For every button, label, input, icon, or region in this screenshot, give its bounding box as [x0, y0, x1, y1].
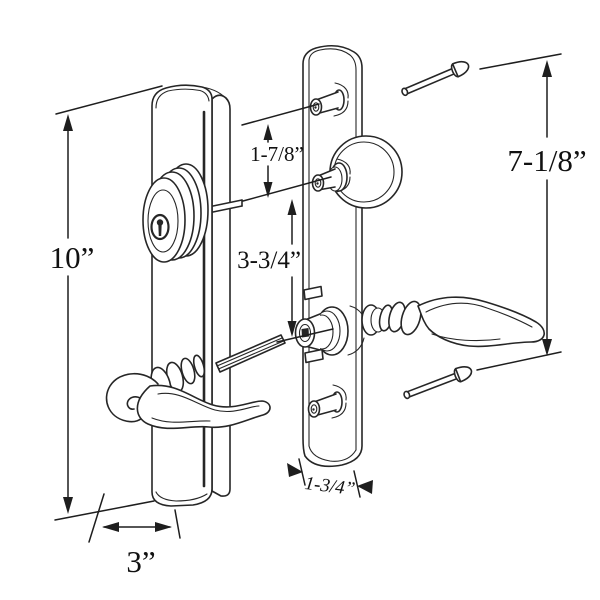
- dimension-plate-height: 10”: [50, 85, 163, 521]
- mounting-screw-bottom: [403, 366, 473, 400]
- deadbolt-cylinder: [142, 163, 209, 263]
- mounting-post-bottom: [307, 384, 347, 419]
- mounting-screw-top: [401, 60, 470, 97]
- dimension-center-hole-spacing: 3-3/4”: [237, 199, 334, 343]
- deadbolt-rose: [329, 135, 403, 209]
- dim-label-screw-spacing: 7-1/8”: [507, 143, 586, 178]
- spindle-bar: [215, 334, 286, 373]
- dimension-top-hole-spacing: 1-7/8”: [241, 103, 332, 202]
- dim-label-plate-height: 10”: [50, 240, 95, 275]
- mounting-post-upper-middle: [311, 158, 351, 193]
- dimension-plate-width: 3”: [88, 493, 181, 579]
- keyhole-icon: [156, 219, 164, 236]
- exterior-lever: [105, 354, 271, 430]
- dimension-screw-spacing: 7-1/8”: [476, 53, 587, 371]
- exterior-plate: [151, 84, 231, 507]
- edge-collar-upper: [303, 285, 323, 301]
- dim-label-center-hole-spacing: 3-3/4”: [237, 247, 301, 274]
- dim-label-top-hole-spacing: 1-7/8”: [250, 142, 304, 166]
- dim-label-narrow-plate-width: 1-3/4”: [304, 473, 357, 500]
- interior-lever: [361, 296, 545, 348]
- edge-collar-lower: [304, 348, 324, 364]
- spindle-hub: [294, 305, 366, 356]
- deadbolt-tailpiece: [212, 199, 243, 213]
- dim-label-plate-width: 3”: [126, 544, 155, 579]
